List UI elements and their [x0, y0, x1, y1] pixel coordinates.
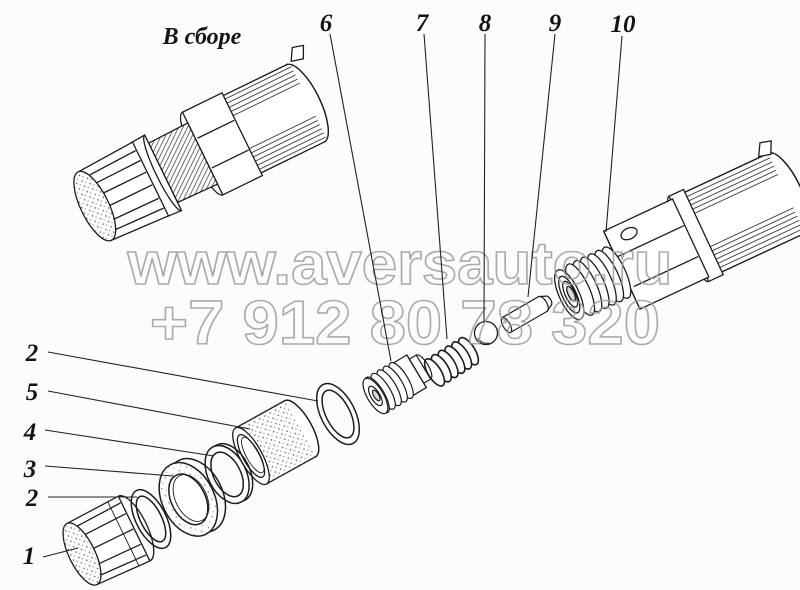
- part-9-pin-drawing: [500, 295, 553, 334]
- callout-5: 5: [26, 379, 39, 406]
- part-8-ball-drawing: [473, 320, 499, 346]
- callout-7: 7: [416, 10, 430, 37]
- part-3-washer-drawing: [158, 457, 227, 537]
- leader-8: [483, 33, 486, 323]
- leader-2a: [47, 351, 319, 402]
- part-5-bushing-drawing: [232, 399, 320, 486]
- assembled-caption: В сборе: [162, 24, 242, 50]
- assembled-view-drawing: [73, 44, 329, 242]
- part-2-oring-small-drawing: [130, 488, 172, 550]
- part-6-plug-drawing: [362, 354, 433, 415]
- leader-5: [47, 390, 251, 430]
- callout-2a: 2: [25, 340, 39, 367]
- callout-3: 3: [23, 456, 37, 483]
- leader-lines: [42, 33, 623, 558]
- callout-labels-left: 2 5 4 3 2 1: [23, 340, 39, 570]
- leader-1: [42, 547, 79, 558]
- leader-9: [527, 33, 556, 298]
- watermark-line1: www.aversauto.ru: [126, 230, 672, 297]
- part-2-oring-large-drawing: [315, 382, 361, 446]
- callout-4: 4: [23, 419, 37, 446]
- part-4-ring-drawing: [204, 442, 254, 505]
- callout-8: 8: [479, 10, 492, 37]
- leader-6: [329, 33, 392, 362]
- leader-7: [423, 33, 448, 340]
- callout-9: 9: [549, 10, 562, 37]
- callout-2b: 2: [25, 485, 39, 512]
- callout-labels-top: 6 7 8 9 10: [320, 10, 636, 38]
- leader-4: [44, 429, 215, 457]
- callout-1: 1: [23, 543, 36, 570]
- watermark: www.aversauto.ru +7 912 80 78 320: [126, 229, 674, 359]
- part-10-body-drawing: [554, 140, 800, 321]
- leader-10: [605, 35, 623, 233]
- leader-3: [44, 465, 174, 477]
- callout-10: 10: [611, 11, 637, 38]
- watermark-line2: +7 912 80 78 320: [150, 289, 660, 358]
- callout-6: 6: [320, 10, 333, 37]
- part-7-spring-drawing: [423, 336, 480, 387]
